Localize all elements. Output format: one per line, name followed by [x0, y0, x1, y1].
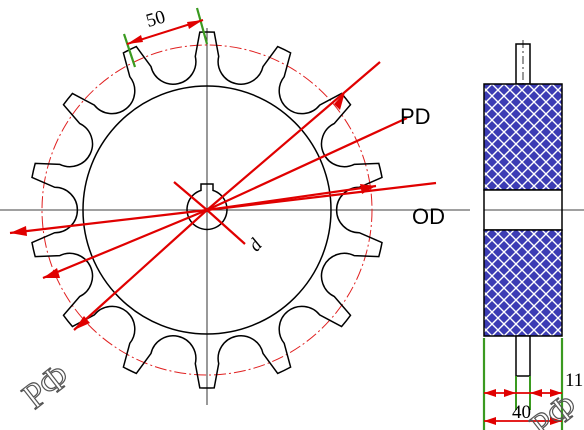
- leader-line: [42, 208, 208, 280]
- hub-lower-section: [483, 229, 563, 337]
- pd-label: PD: [400, 104, 431, 129]
- leader-arrowheads: [10, 92, 376, 330]
- pitch-value: 50: [144, 6, 168, 31]
- leader-line: [9, 208, 208, 235]
- hub-upper-section: [483, 83, 563, 191]
- arrowhead: [550, 389, 562, 397]
- leader-line: [206, 209, 246, 245]
- extension-line: [122, 33, 137, 68]
- diameter-leaders: [9, 61, 437, 331]
- arrowhead: [74, 316, 90, 330]
- leader-line: [206, 181, 437, 212]
- arrowhead: [360, 184, 376, 194]
- bore-label: d: [244, 235, 267, 256]
- sprocket-outline: [31, 31, 383, 389]
- arrowhead: [484, 389, 496, 397]
- arrowhead: [484, 417, 496, 425]
- arrowhead: [10, 226, 27, 236]
- arrowhead: [504, 389, 516, 397]
- watermark-left: РФ: [15, 355, 77, 416]
- arrowhead: [550, 417, 562, 425]
- bore-keyway: [186, 183, 228, 231]
- side-view: 40 11: [482, 40, 584, 430]
- pitch-dimension: 50: [122, 6, 209, 68]
- tooth-bottom: [515, 335, 531, 377]
- leader-line: [173, 181, 208, 211]
- leader-line: [206, 61, 381, 211]
- width-dimensions: 40 11: [482, 338, 583, 430]
- arrowhead: [127, 35, 143, 44]
- leader-line: [206, 117, 408, 211]
- tooth-width-value: 11: [565, 370, 583, 391]
- od-label: OD: [412, 204, 445, 229]
- extension-line: [195, 7, 209, 45]
- arrowhead: [334, 92, 345, 110]
- hub-circle: [82, 85, 332, 335]
- hub-width-value: 40: [512, 402, 531, 423]
- leader-line: [73, 209, 208, 331]
- arrowhead: [187, 20, 203, 29]
- pitch-circle: [41, 44, 373, 376]
- arrowhead: [43, 268, 60, 278]
- front-view: 50 d PD OD: [0, 6, 470, 405]
- arrowhead: [530, 389, 542, 397]
